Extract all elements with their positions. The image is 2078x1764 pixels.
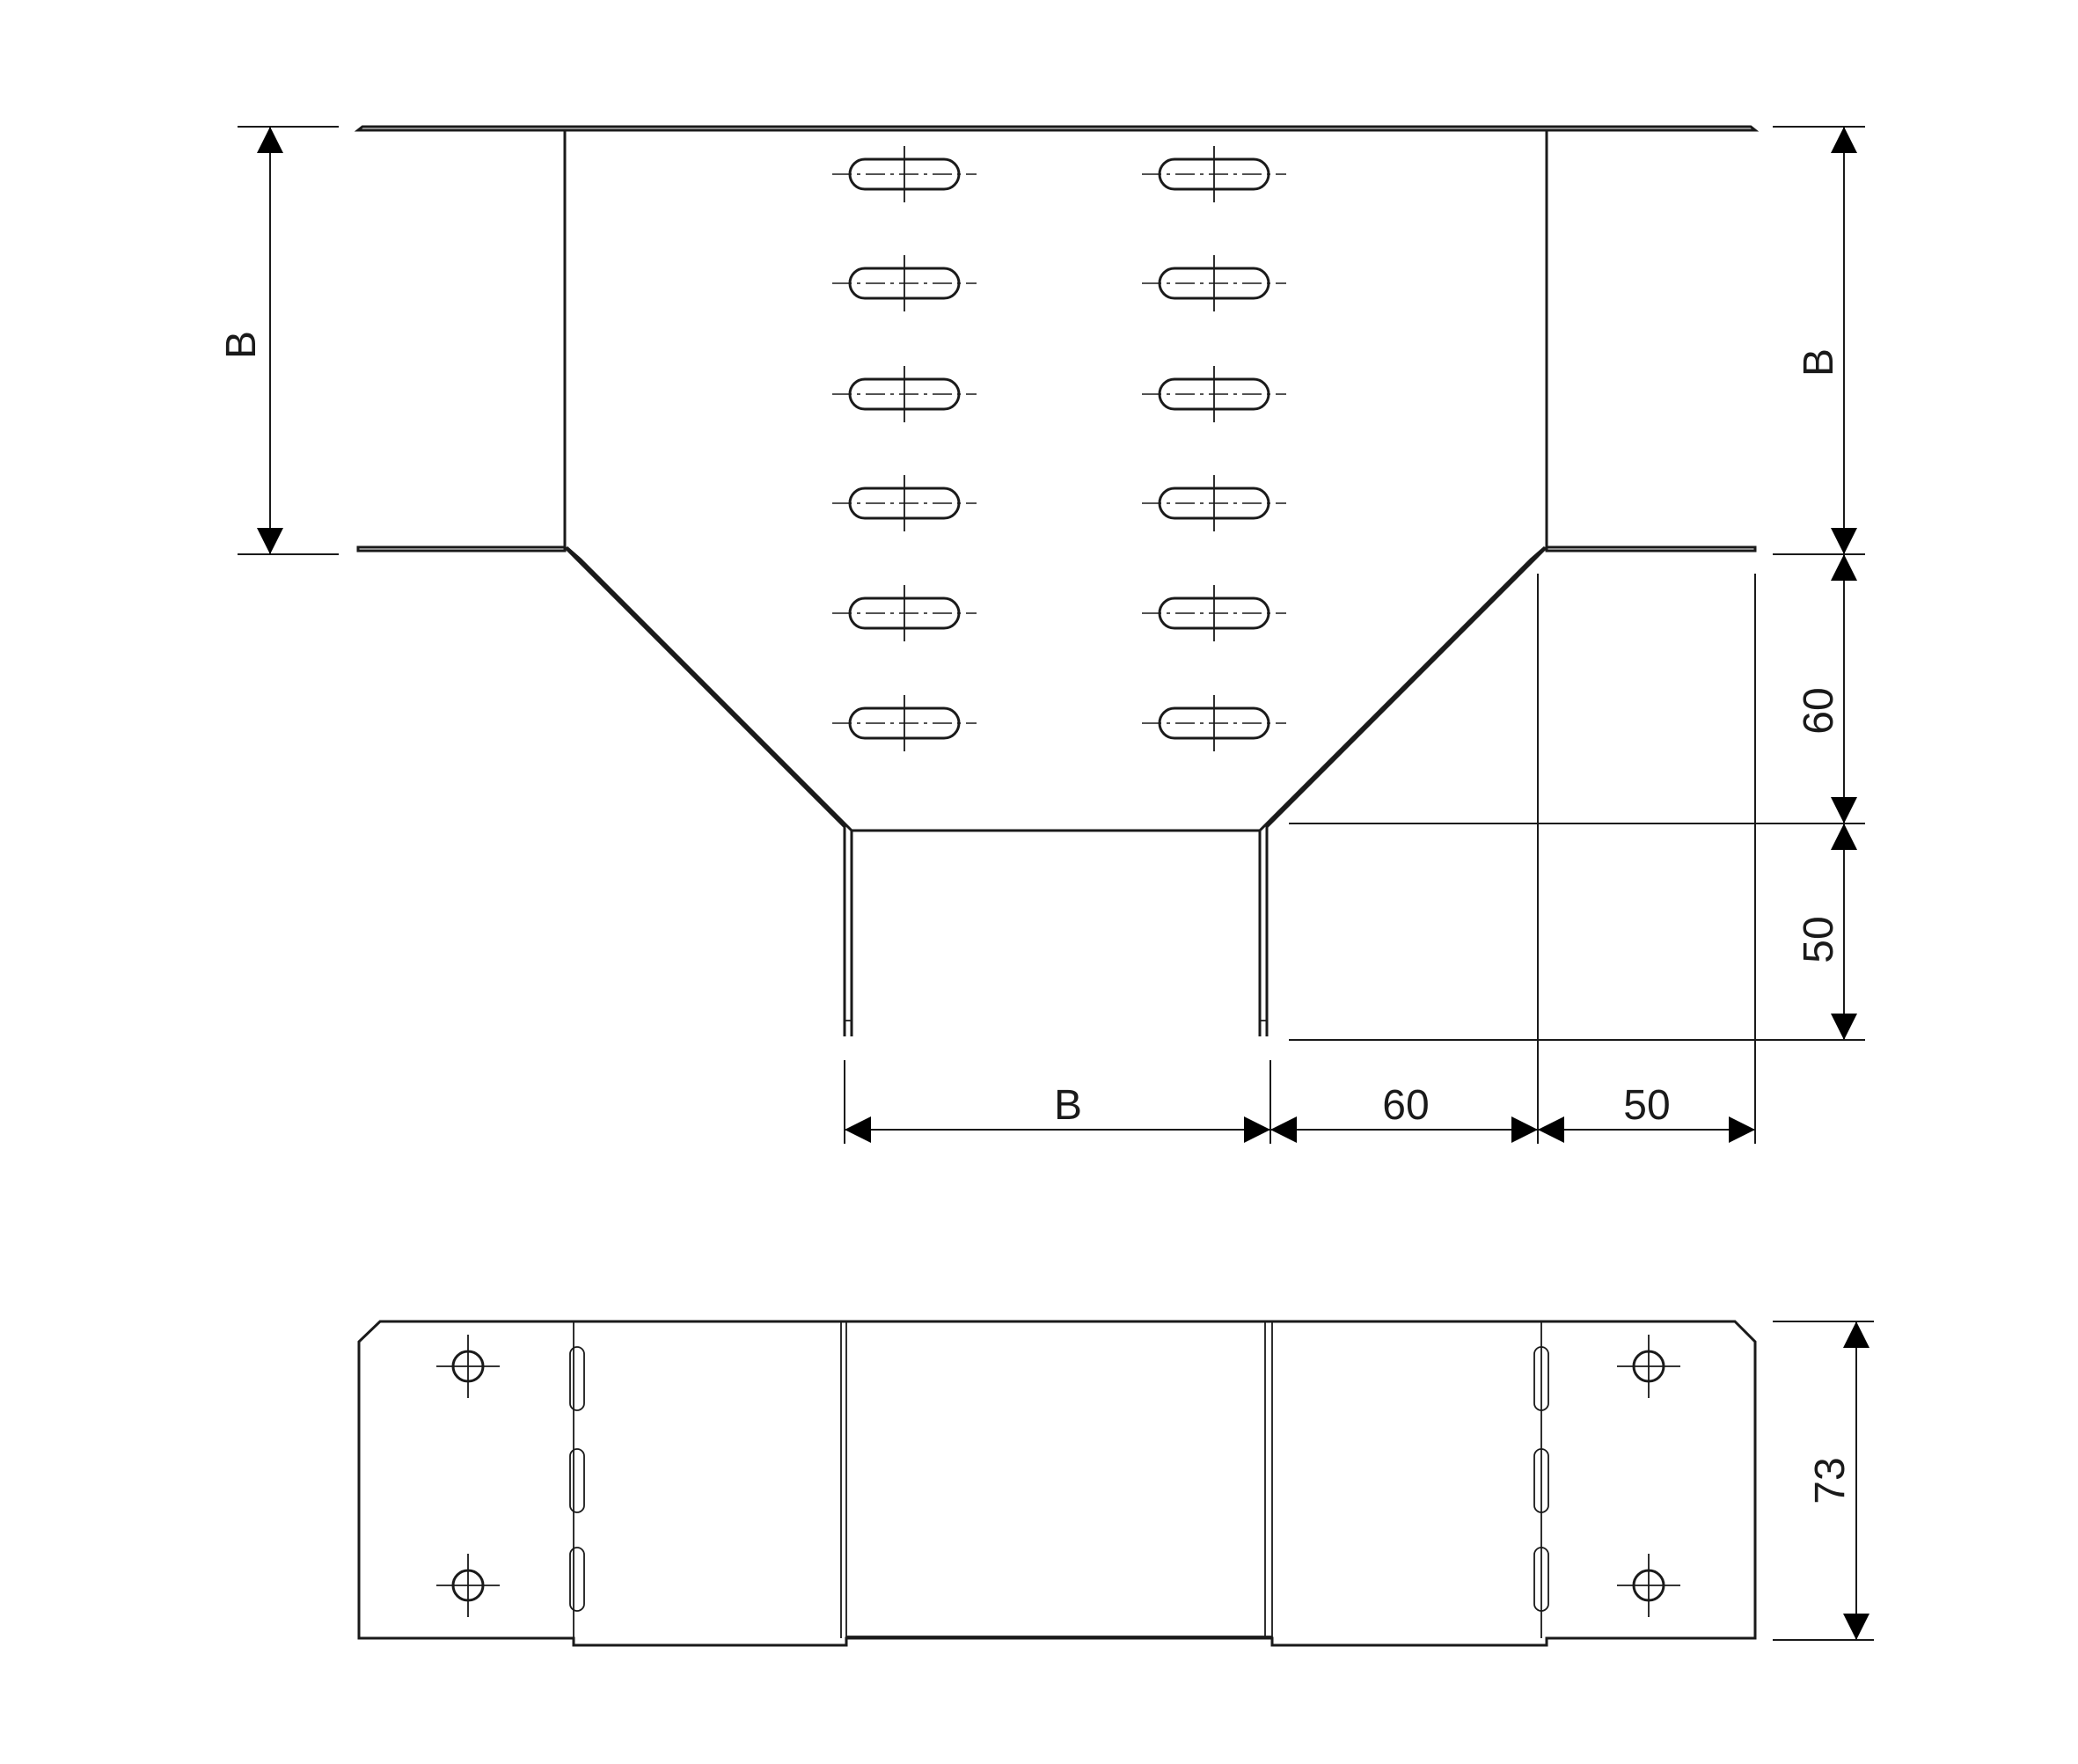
arrow-icon — [1511, 1116, 1538, 1143]
arrow-icon — [1729, 1116, 1755, 1143]
dim-b-left-label: B — [218, 331, 265, 359]
side-hole-group — [436, 1335, 1680, 1617]
arrow-icon — [257, 528, 283, 554]
dimensions-top: B B 60 50 B 60 50 — [218, 126, 1865, 1144]
hole-icon — [1617, 1554, 1680, 1617]
side-view-sections — [573, 1321, 1542, 1638]
dim-50-horizontal-label: 50 — [1623, 1082, 1670, 1129]
side-slot-icon — [1533, 1448, 1549, 1513]
arrow-icon — [1244, 1116, 1270, 1143]
dimensions-side: 73 — [1773, 1321, 1874, 1641]
left-flange — [356, 545, 567, 553]
side-slot-icon — [1533, 1547, 1549, 1612]
slot-icon — [832, 475, 977, 531]
right-flange — [1545, 545, 1757, 553]
hole-icon — [1617, 1335, 1680, 1398]
hole-icon — [436, 1554, 500, 1617]
side-slot-icon — [569, 1448, 585, 1513]
side-slot-group — [569, 1346, 1549, 1612]
dim-vertical-extensions — [1289, 554, 1865, 1041]
dim-60-vertical-label: 60 — [1796, 687, 1842, 734]
slot-icon — [1142, 585, 1286, 641]
arrow-icon — [845, 1116, 871, 1143]
dim-b-left-extension — [238, 126, 339, 555]
side-slot-icon — [569, 1547, 585, 1612]
dim-73-label: 73 — [1807, 1457, 1854, 1504]
dim-50-vertical-label: 50 — [1796, 916, 1842, 963]
arrow-icon — [1270, 1116, 1297, 1143]
arrow-icon — [1831, 554, 1857, 581]
dim-73-extensions — [1773, 1321, 1874, 1641]
side-view — [357, 1320, 1757, 1647]
dim-b-bottom-label: B — [1054, 1082, 1082, 1129]
arrow-icon — [1538, 1116, 1564, 1143]
dim-60-horizontal-label: 60 — [1382, 1082, 1429, 1129]
slot-icon — [832, 255, 977, 311]
arrow-icon — [1831, 127, 1857, 153]
slot-icon — [1142, 366, 1286, 422]
arrow-icon — [1843, 1614, 1869, 1640]
top-view — [354, 125, 1760, 1036]
arrow-icon — [1831, 1014, 1857, 1040]
slot-icon — [832, 585, 977, 641]
slot-icon — [832, 366, 977, 422]
slot-icon — [1142, 146, 1286, 202]
side-view-outline — [357, 1320, 1757, 1647]
arrow-icon — [1831, 528, 1857, 554]
dim-b-right-label: B — [1796, 348, 1842, 377]
arrow-icon — [1831, 797, 1857, 823]
arrow-icon — [257, 127, 283, 153]
side-slot-icon — [1533, 1346, 1549, 1411]
hole-icon — [436, 1335, 500, 1398]
slot-icon — [1142, 695, 1286, 751]
slot-icon — [832, 146, 977, 202]
side-slot-icon — [569, 1346, 585, 1411]
tee-body-outline — [359, 130, 1755, 1036]
slot-icon — [1142, 255, 1286, 311]
arrow-icon — [1843, 1321, 1869, 1348]
slot-icon — [832, 695, 977, 751]
slot-icon — [1142, 475, 1286, 531]
top-flange — [354, 125, 1760, 132]
dim-b-right-extension — [1773, 126, 1865, 555]
slot-group — [832, 146, 1286, 751]
dim-horizontal-extensions — [844, 574, 1756, 1144]
arrow-icon — [1831, 823, 1857, 850]
